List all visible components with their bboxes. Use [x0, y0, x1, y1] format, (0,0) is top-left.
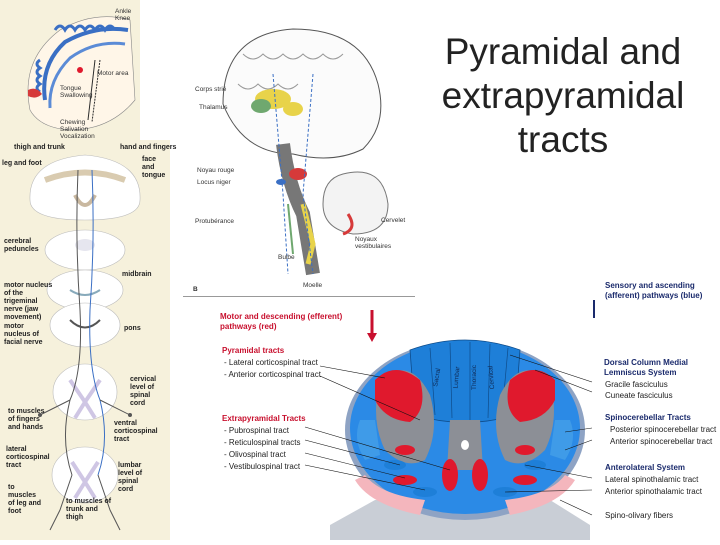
anterolateral-heading: Anterolateral System — [605, 463, 686, 472]
brain-label-cervelet: Cervelet — [381, 217, 406, 224]
brain-label-moelle: Moelle — [303, 282, 323, 289]
label-facial-nucleus: motor nucleus of facial nerve — [4, 323, 43, 346]
label-lumbar: lumbar level of spinal cord — [118, 462, 143, 493]
label-leg-foot: leg and foot — [2, 160, 42, 167]
label-face-tongue: face and tongue — [142, 156, 166, 179]
brain-panel: Corps strié Thalamus Noyau rouge Locus n… — [183, 14, 415, 297]
spinocerebellar-item-posterior: Posterior spinocerebellar tract — [610, 425, 717, 434]
pyramidal-heading: Pyramidal tracts — [222, 346, 285, 355]
anterolateral-item-lateral: Lateral spinothalamic tract — [605, 475, 699, 484]
title-line-3: tracts — [517, 119, 609, 160]
extrapyramidal-item-reticulospinal: - Reticulospinal tracts — [224, 438, 301, 447]
label-hand-fingers: hand and fingers — [120, 144, 177, 151]
page-title: Pyramidal and extrapyramidal tracts — [418, 30, 708, 162]
dorsal-item-cuneate: Cuneate fasciculus — [605, 391, 673, 400]
label-cerebral-peduncles: cerebral peduncles — [4, 238, 39, 253]
label-midbrain: midbrain — [122, 271, 152, 278]
label-pons: pons — [124, 325, 141, 332]
brain-label-protuberance: Protubérance — [195, 218, 235, 225]
label-cervical: cervical level of spinal cord — [130, 376, 157, 407]
spino-olivary-label: Spino-olivary fibers — [605, 511, 674, 520]
title-line-1: Pyramidal and — [444, 31, 682, 72]
label-leg-foot-muscles: to muscles of leg and foot — [8, 484, 42, 515]
motor-heading: Motor and descending (efferent) pathways… — [220, 312, 343, 331]
cortex-panel: Motor area Tongue Swallowing Chewing Sal… — [0, 0, 140, 140]
cortex-label-motor-area: Motor area — [97, 70, 129, 77]
dorsal-item-gracile: Gracile fasciculus — [605, 380, 668, 389]
region-label-thoracic: Thoracic — [470, 365, 478, 390]
cortex-label-salivation: Salivation — [60, 126, 89, 133]
spinal-cord-illustration — [304, 300, 595, 540]
cortex-label-chewing: Chewing — [60, 119, 86, 126]
pathway-illustration — [29, 154, 141, 531]
spinocerebellar-heading: Spinocerebellar Tracts — [605, 413, 691, 422]
cortex-illustration — [27, 16, 136, 131]
motor-sub: (red) — [258, 322, 277, 331]
brain-label-noyau-rouge: Noyau rouge — [197, 167, 235, 174]
label-trigeminal: motor nucleus of the trigeminal nerve (j… — [4, 282, 53, 321]
spinal-cord-panel: Motor and descending (efferent) pathways… — [180, 281, 720, 540]
cortex-label-ankle: Ankle — [115, 8, 132, 15]
label-thigh-trunk: thigh and trunk — [14, 144, 65, 151]
label-trunk-thigh-muscles: to muscles of trunk and thigh — [66, 498, 112, 521]
brain-label-corps-strie: Corps strié — [195, 86, 227, 93]
cortex-label-knee: Knee — [115, 15, 131, 22]
spinocerebellar-item-anterior: Anterior spinocerebellar tract — [610, 437, 713, 446]
sensory-heading: Sensory and ascending (afferent) pathway… — [605, 281, 703, 300]
brain-label-thalamus: Thalamus — [199, 104, 228, 111]
extrapyramidal-item-vestibulospinal: - Vestibulospinal tract — [224, 462, 301, 471]
label-ventral-tract: ventral corticospinal tract — [114, 420, 158, 443]
pyramidal-item-lateral: - Lateral corticospinal tract — [224, 358, 318, 367]
pyramidal-item-anterior: - Anterior corticospinal tract — [224, 370, 321, 379]
anterolateral-item-anterior: Anterior spinothalamic tract — [605, 487, 702, 496]
label-lateral-tract: lateral corticospinal tract — [6, 446, 50, 469]
brain-label-bulbe: Bulbe — [278, 254, 295, 261]
title-line-2: extrapyramidal — [441, 75, 685, 116]
brain-illustration — [222, 28, 389, 276]
brain-label-panel-b: B — [193, 286, 198, 293]
extrapyramidal-item-olivospinal: - Olivospinal tract — [224, 450, 286, 459]
pathway-panel: thigh and trunk hand and fingers leg and… — [0, 140, 176, 540]
cortex-label-tongue: Tongue — [60, 85, 82, 92]
cortex-label-vocalization: Vocalization — [60, 133, 95, 140]
extrapyramidal-heading: Extrapyramidal Tracts — [222, 414, 306, 423]
brain-label-noyaux-vestibulaires: Noyaux vestibulaires — [355, 236, 392, 250]
sensory-sub: (blue) — [680, 291, 703, 300]
dorsal-heading: Dorsal Column Medial Lemniscus System — [604, 358, 689, 377]
label-fingers-hands: to muscles of fingers and hands — [8, 408, 45, 431]
brain-label-locus-niger: Locus niger — [197, 179, 231, 186]
extrapyramidal-item-pubrospinal: - Pubrospinal tract — [224, 426, 289, 435]
cortex-label-swallowing: Swallowing — [60, 92, 93, 99]
